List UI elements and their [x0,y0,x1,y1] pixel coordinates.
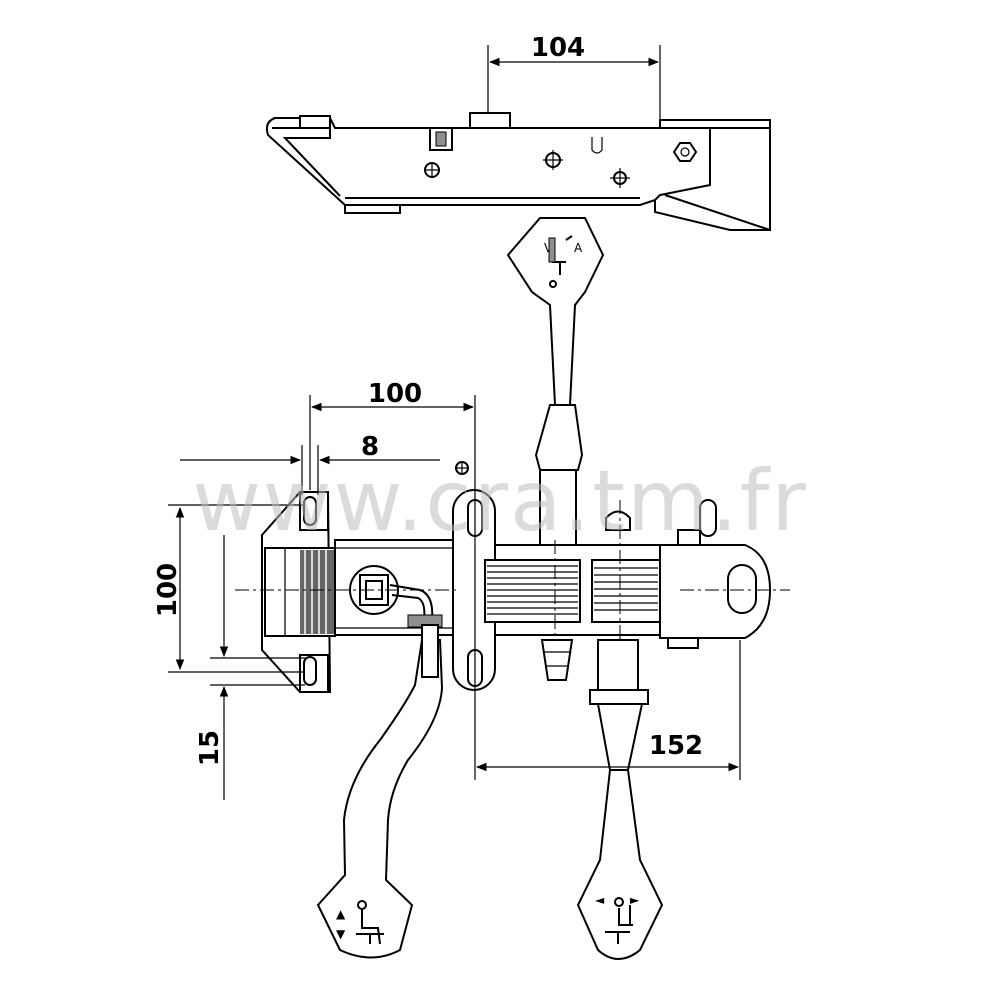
watermark: www.cra.tm.fr [192,452,808,550]
svg-text:A: A [574,241,583,255]
dim-slot-spacing: 100 [153,563,183,617]
dimension-lines: 100 8 100 15 152 [153,379,741,800]
dim-bracket-width: 100 [368,379,422,409]
svg-text:▼: ▼ [336,927,346,941]
svg-text:◄: ◄ [595,893,605,907]
backrest-tension-lever[interactable]: ◄ ► [576,639,664,960]
tilt-lock-icon: V A [544,235,583,288]
secondary-spring [594,567,658,611]
seat-height-lever[interactable]: ▲ ▼ [316,624,444,959]
top-lever[interactable]: V A [506,217,605,546]
dim-slot-offset: 8 [361,432,379,462]
main-spring [487,565,578,615]
dim-pivot-to-slot: 152 [649,731,703,761]
backrest-tension-icon: ◄ ► [595,893,640,944]
side-view: 104 [265,33,771,231]
svg-text:►: ► [630,893,640,907]
svg-text:▲: ▲ [336,907,346,921]
mechanism-body [235,461,790,693]
side-screw-2 [543,150,563,170]
dim-slot-height: 15 [195,730,225,766]
dim-top-width: 104 [531,33,585,63]
side-screw-1 [424,162,440,178]
seat-height-icon: ▲ ▼ [336,900,384,945]
side-screw-3 [610,168,630,188]
